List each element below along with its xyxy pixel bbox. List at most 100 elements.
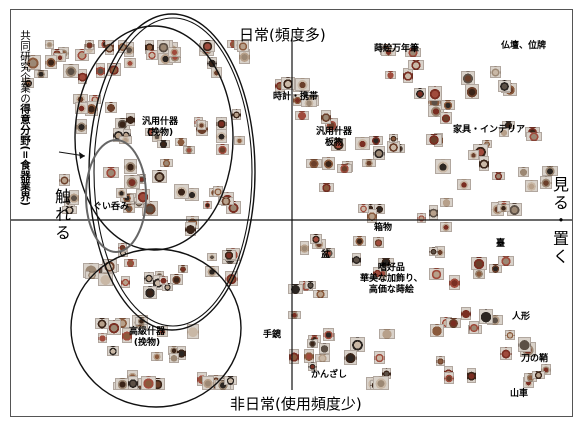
product-thumbnail [498, 256, 515, 267]
product-thumbnail [202, 201, 212, 210]
product-thumbnail [305, 159, 322, 169]
product-thumbnail [77, 68, 87, 84]
label-makie: 蒔絵万年筆 [374, 44, 420, 54]
side-note-bold: 得意分野(=食器業界) [19, 103, 31, 206]
label-butsudan: 仏壇、位牌 [501, 41, 547, 51]
product-thumbnail [428, 267, 444, 280]
product-thumbnail [525, 131, 542, 141]
product-thumbnail [445, 317, 461, 328]
product-thumbnail [460, 307, 471, 321]
product-thumbnail [310, 234, 323, 245]
label-bon: 盆 [321, 250, 331, 260]
product-thumbnail [123, 159, 137, 175]
label-tekagami: 手鏡 [263, 330, 282, 340]
label-ningyo: 人形 [512, 312, 531, 322]
product-thumbnail [22, 78, 34, 89]
axis-label-top: 日常(頻度多) [239, 26, 326, 44]
product-thumbnail [402, 67, 413, 83]
product-thumbnail [425, 134, 442, 146]
product-thumbnail [182, 146, 195, 155]
product-thumbnail [196, 120, 206, 131]
product-thumbnail [34, 70, 49, 79]
ellipse-tokui-inner [93, 17, 253, 327]
product-thumbnail [58, 174, 70, 187]
product-thumbnail [366, 209, 377, 224]
product-thumbnail [174, 138, 187, 147]
label-hanyo-ita: 汎用什器 板物 [316, 127, 353, 148]
label-kanzashi: かんざし [311, 370, 348, 380]
product-thumbnail [216, 116, 228, 130]
product-thumbnail [150, 351, 163, 361]
product-thumbnail [478, 308, 493, 324]
product-thumbnail [294, 111, 309, 120]
product-thumbnail [429, 324, 444, 338]
product-thumbnail [312, 290, 328, 299]
label-dai: 臺 [496, 239, 506, 249]
product-thumbnail [169, 352, 180, 363]
product-thumbnail [200, 40, 216, 52]
product-thumbnail [45, 40, 55, 49]
product-thumbnail [467, 149, 479, 160]
product-thumbnail [95, 317, 110, 329]
ellipse-tokui-outer [88, 13, 256, 331]
product-thumbnail [145, 49, 158, 60]
product-thumbnail [202, 376, 215, 390]
product-thumbnail [388, 133, 398, 143]
product-thumbnail [439, 198, 453, 208]
product-thumbnail [288, 310, 302, 319]
axis-label-right: 見る・置く [550, 176, 569, 266]
product-thumbnail [142, 285, 157, 299]
side-note: 共同研究企業の得意分野(=食器業界) [19, 30, 31, 206]
product-thumbnail [353, 235, 367, 246]
side-note-normal: 共同研究企業の [19, 30, 31, 104]
product-thumbnail [373, 237, 385, 249]
product-thumbnail [322, 156, 336, 170]
product-thumbnail [103, 167, 120, 179]
product-thumbnail [120, 276, 130, 289]
axis-label-left: 触れる [52, 188, 71, 242]
product-thumbnail [378, 329, 395, 340]
label-tokei: 時計・携帯 [273, 92, 319, 102]
product-thumbnail [128, 376, 139, 390]
product-thumbnail [321, 110, 332, 125]
product-thumbnail [122, 203, 135, 213]
label-shikohin: 嗜好品 華美な加飾り、 高価な蒔絵 [360, 263, 423, 295]
product-thumbnail [124, 175, 141, 190]
product-thumbnail [106, 345, 119, 356]
product-thumbnail [308, 361, 318, 371]
product-thumbnail [373, 350, 385, 364]
product-thumbnail [540, 364, 551, 376]
axis-label-bottom: 非日常(使用頻度少) [230, 395, 362, 413]
product-thumbnail [226, 201, 242, 215]
product-thumbnail [489, 264, 503, 274]
label-hakomono: 箱物 [374, 223, 393, 233]
product-thumbnail [216, 143, 230, 155]
product-thumbnail [540, 176, 553, 190]
product-thumbnail [307, 339, 319, 349]
product-thumbnail [542, 166, 559, 177]
product-thumbnail [444, 372, 455, 385]
product-thumbnail [212, 185, 223, 197]
product-thumbnail [121, 327, 132, 343]
product-thumbnail [85, 40, 94, 50]
product-thumbnail [177, 265, 188, 274]
ellipse-daily-ware [74, 25, 234, 251]
label-koukyu: 高級什器 (挽物) [129, 327, 166, 348]
product-thumbnail [96, 62, 106, 78]
product-thumbnail [156, 139, 170, 148]
product-thumbnail [233, 136, 245, 146]
product-thumbnail [372, 376, 389, 390]
product-thumbnail [496, 204, 510, 213]
product-thumbnail [152, 170, 168, 184]
product-thumbnail [381, 47, 397, 56]
product-thumbnail [440, 111, 453, 124]
product-thumbnail [236, 40, 249, 52]
label-guinomi: ぐい呑み [93, 202, 130, 212]
product-thumbnail [384, 71, 396, 79]
product-thumbnail [288, 284, 304, 295]
product-thumbnail [205, 266, 220, 278]
side-note-arrowhead [79, 152, 85, 159]
product-thumbnail [123, 259, 137, 268]
product-thumbnail [157, 325, 169, 337]
product-thumbnail [305, 280, 317, 289]
